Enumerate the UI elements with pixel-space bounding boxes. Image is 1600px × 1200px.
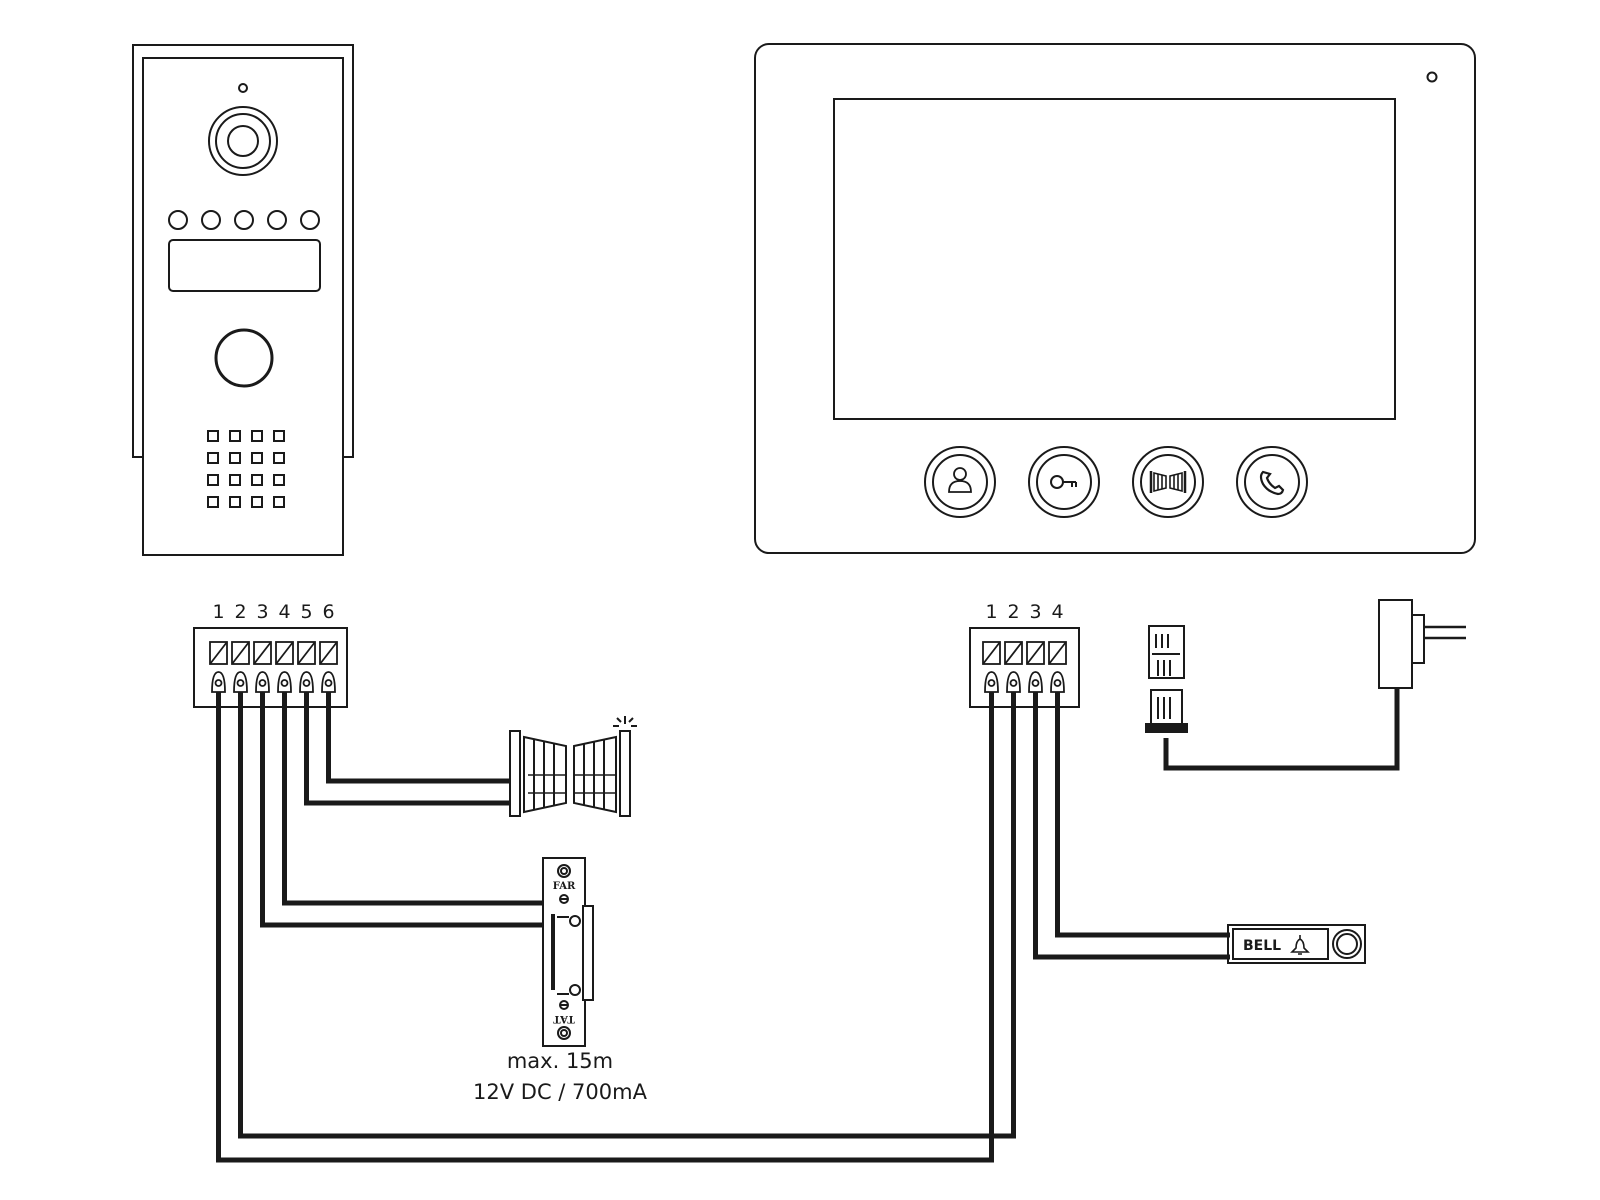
handset-icon [1259,470,1285,496]
wire-monitor-4-to-bell [1055,692,1230,938]
monitor-terminal-lugs [984,671,1065,693]
bell-press-button[interactable] [1332,929,1362,959]
strike-top-mark: FAR [553,881,576,892]
person-icon [948,467,972,493]
door-terminal-screws [209,641,338,665]
name-plate [168,239,321,292]
monitor-button-person[interactable] [924,446,996,518]
monitor-screen [833,98,1396,420]
microphone-icon [238,83,248,93]
door-terminal-number: 4 [278,601,290,623]
monitor-terminal-number: 2 [1007,601,1019,623]
wire-door-5-to-gate [304,692,514,806]
bell-label: BELL [1243,938,1281,954]
wire-door-3-to-strike [260,692,553,928]
wire-door-6-to-gate [326,692,514,784]
wire-power-cable [1163,688,1400,771]
door-terminal-lugs [211,671,336,693]
monitor-terminal-number: 1 [985,601,997,623]
monitor [754,43,1476,554]
monitor-terminal-number: 4 [1051,601,1063,623]
speaker-grille [207,430,285,508]
monitor-terminal-screws [982,641,1067,665]
caption-line-1: max. 15m [507,1049,613,1073]
indicator-leds [168,210,320,230]
monitor-button-gate[interactable] [1132,446,1204,518]
gate-icon [1149,471,1187,493]
call-button[interactable] [214,328,274,388]
door-terminal-numbers: 1 2 3 4 5 6 [212,601,334,623]
key-icon [1050,475,1077,489]
door-station [132,44,354,556]
strike-bottom-mark: TAT [553,1013,575,1024]
bell-push-button [1227,924,1366,964]
bell-icon [1290,935,1310,955]
power-led-icon [1426,71,1438,83]
wire-door-2-to-monitor-2 [238,692,1016,1139]
door-station-terminal-block [193,627,348,708]
gate-opener-icon [509,716,637,817]
wire-door-4-to-strike [282,692,553,906]
dc-connector-icon [1145,625,1188,733]
monitor-terminal-block [969,627,1080,708]
wires [216,688,1400,1163]
monitor-button-handset[interactable] [1236,446,1308,518]
monitor-terminal-number: 3 [1029,601,1041,623]
power-adapter-icon [1378,599,1466,689]
camera-lens-icon [208,106,278,176]
caption-line-2: 12V DC / 700mA [473,1080,648,1104]
warning-light-icon [613,716,637,727]
wire-monitor-3-to-bell [1033,692,1230,960]
monitor-button-key[interactable] [1028,446,1100,518]
door-terminal-number: 6 [322,601,334,623]
door-terminal-number: 5 [300,601,312,623]
electric-strike-icon [542,857,594,1047]
door-terminal-number: 2 [234,601,246,623]
door-terminal-number: 3 [256,601,268,623]
monitor-terminal-numbers: 1 2 3 4 [985,601,1063,623]
wire-door-1-to-monitor-1 [216,692,994,1163]
door-terminal-number: 1 [212,601,224,623]
